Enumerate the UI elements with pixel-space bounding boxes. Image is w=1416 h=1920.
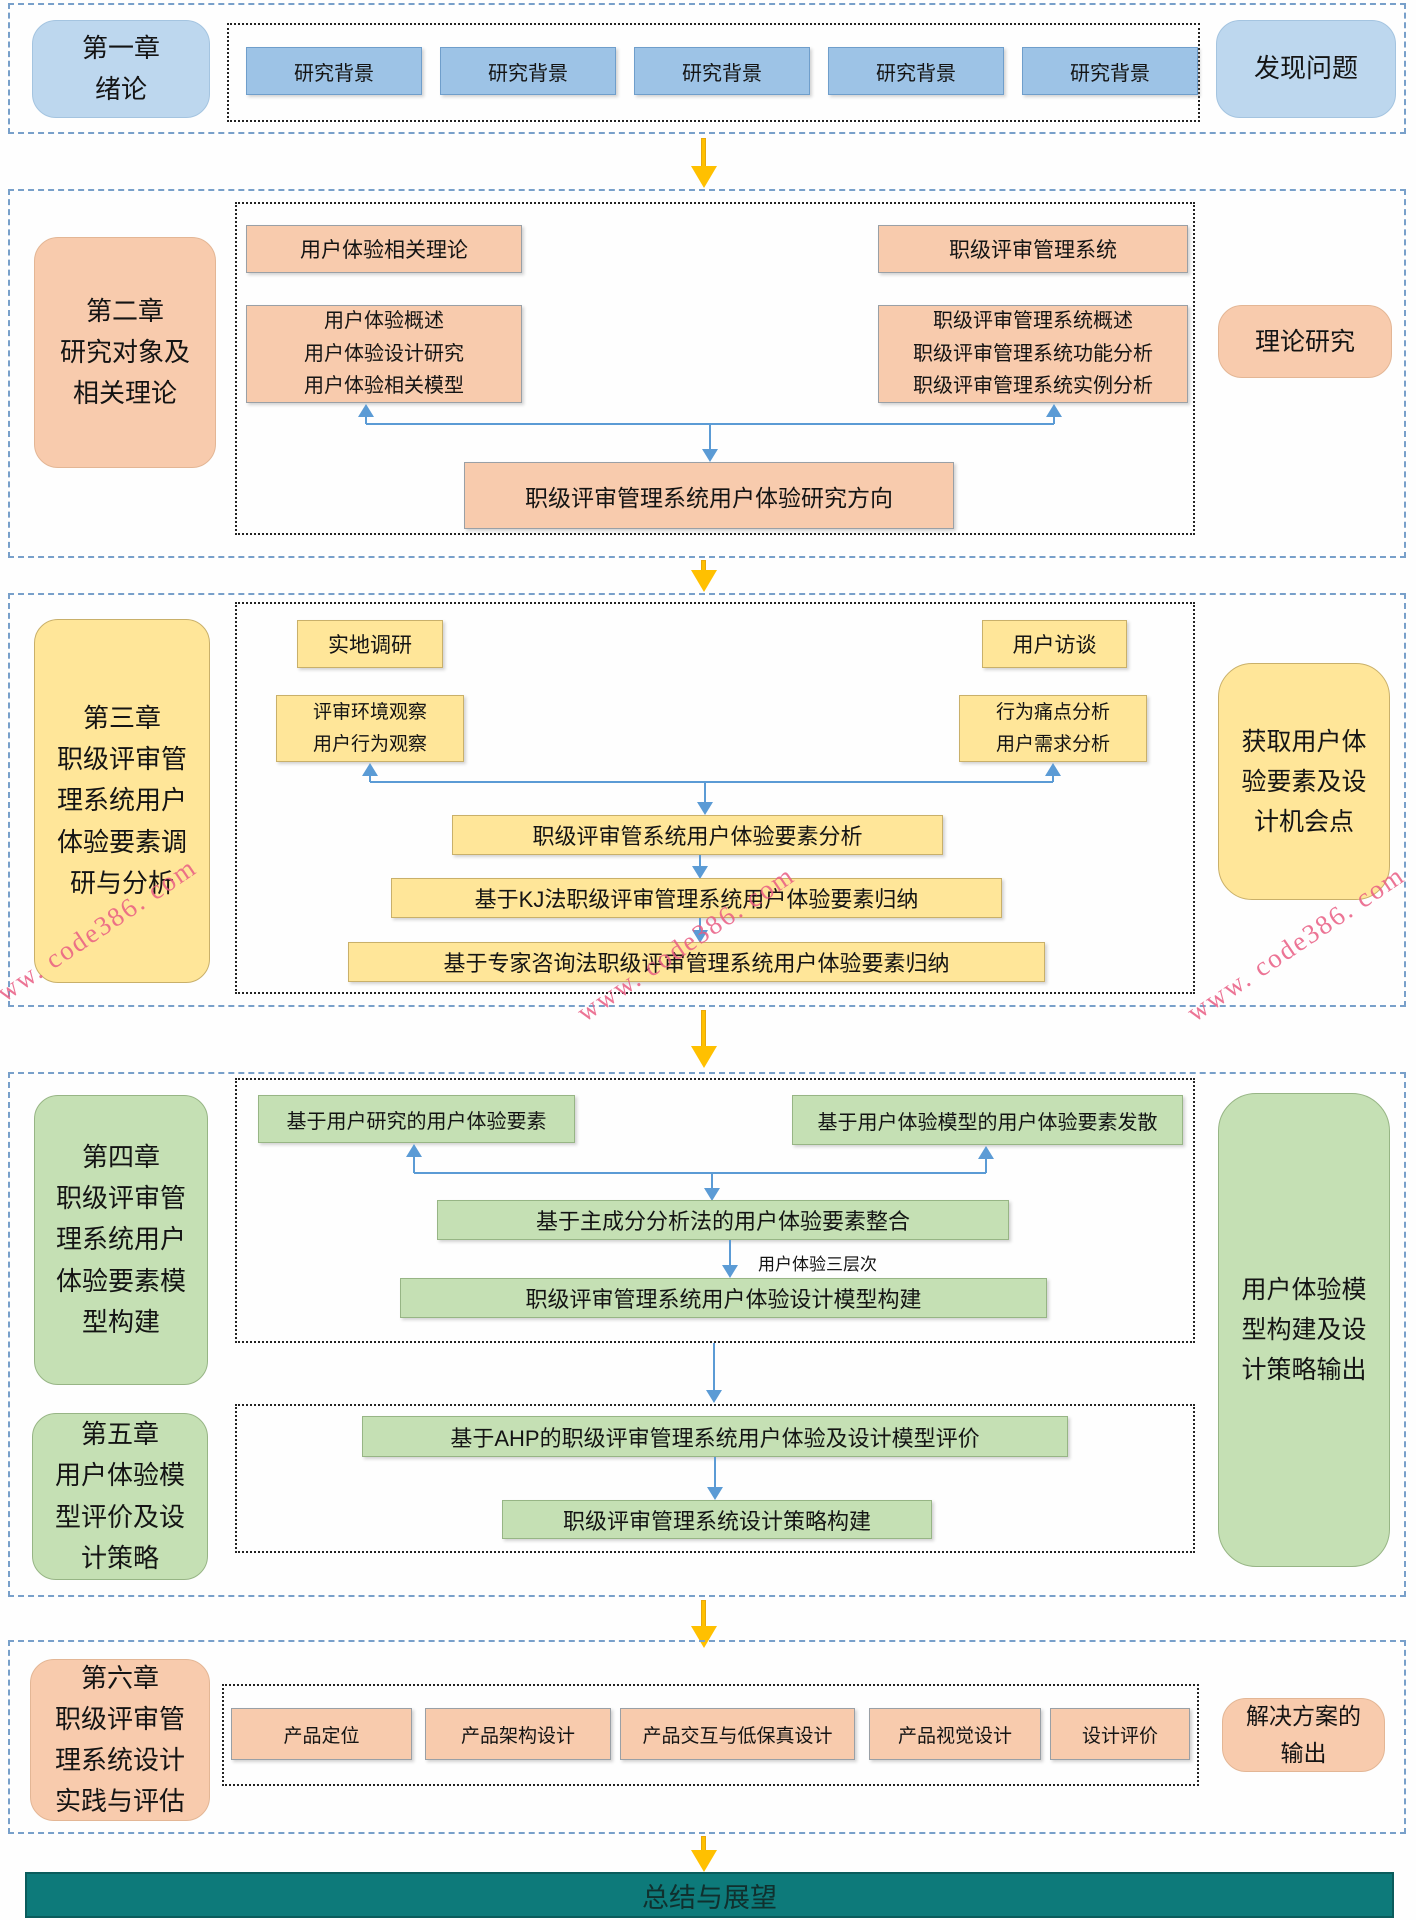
user-interview-box: 用户访谈 (982, 620, 1127, 668)
chapter3-label: 第三章 职级评审管 理系统用户 体验要素调 研与分析 (34, 619, 210, 983)
ux-research-direction-box: 职级评审管理系统用户体验研究方向 (464, 462, 954, 529)
ux-theory-box: 用户体验相关理论 (246, 225, 522, 273)
connector-arrow-down (702, 449, 718, 462)
connector-line (370, 781, 1053, 783)
section-chapter2 (8, 189, 1406, 558)
research-background-box: 研究背景 (246, 47, 422, 95)
summary-outlook-bar: 总结与展望 (25, 1872, 1394, 1918)
connector-arrow-down (692, 866, 708, 879)
connector-line (714, 1457, 716, 1489)
research-background-box: 研究背景 (440, 47, 616, 95)
ux-theory-detail-box: 用户体验概述 用户体验设计研究 用户体验相关模型 (246, 305, 522, 403)
chapter2-inner-group (235, 202, 1195, 535)
section-chapter1 (8, 3, 1406, 134)
connector-line (709, 423, 711, 450)
chapter5-inner-group (235, 1404, 1195, 1553)
chapter3-output: 获取用户体 验要素及设 计机会点 (1218, 663, 1390, 900)
chapter1-label: 第一章 绪论 (32, 20, 210, 118)
chapter4-5-output: 用户体验模 型构建及设 计策略输出 (1218, 1093, 1390, 1567)
ux-factor-analysis-box: 职级评审管系统用户体验要素分析 (452, 815, 943, 855)
painpoint-analysis-box: 行为痛点分析 用户需求分析 (959, 695, 1147, 762)
chapter1-inner-group (227, 23, 1200, 122)
connector-arrow-down (707, 1487, 723, 1500)
connector-arrow-down (692, 930, 708, 943)
connector-arrow-down (697, 802, 713, 815)
connector-line (413, 1155, 415, 1173)
connector-arrow-up (1045, 763, 1061, 776)
review-system-box: 职级评审管理系统 (878, 225, 1188, 273)
ux-three-levels-note: 用户体验三层次 (758, 1255, 877, 1274)
review-system-detail-box: 职级评审管理系统概述 职级评审管理系统功能分析 职级评审管理系统实例分析 (878, 305, 1188, 403)
section-flow-arrowhead (691, 166, 717, 188)
kj-method-box: 基于KJ法职级评审管理系统用户体验要素归纳 (391, 878, 1002, 918)
pca-integration-box: 基于主成分分析法的用户体验要素整合 (437, 1200, 1009, 1240)
chapter4-label: 第四章 职级评审管 理系统用户 体验要素模 型构建 (34, 1095, 208, 1385)
product-positioning-box: 产品定位 (231, 1708, 412, 1760)
section-chapter6 (8, 1640, 1406, 1834)
connector-arrow-up (358, 404, 374, 417)
visual-design-box: 产品视觉设计 (869, 1708, 1041, 1760)
connector-arrow-down (704, 1188, 720, 1201)
chapter4-inner-group (235, 1078, 1195, 1343)
field-research-box: 实地调研 (297, 620, 443, 668)
connector-arrow-down (722, 1265, 738, 1278)
connector-arrow-up (362, 763, 378, 776)
connector-line (699, 855, 701, 868)
connector-arrow-up (1046, 404, 1062, 417)
section-flow-arrowhead (691, 570, 717, 592)
connector-line (1053, 415, 1055, 424)
section-chapter4-5 (8, 1072, 1406, 1597)
section-flow-arrowhead (691, 1046, 717, 1068)
chapter3-inner-group (235, 602, 1195, 994)
ahp-evaluation-box: 基于AHP的职级评审管理系统用户体验及设计模型评价 (362, 1416, 1068, 1457)
section-flow-arrow (701, 138, 706, 168)
connector-line (713, 1343, 715, 1392)
research-background-box: 研究背景 (1022, 47, 1198, 95)
chapter1-output: 发现问题 (1216, 20, 1396, 118)
design-evaluation-box: 设计评价 (1050, 1708, 1190, 1760)
observation-box: 评审环境观察 用户行为观察 (276, 695, 464, 762)
research-background-box: 研究背景 (828, 47, 1004, 95)
product-architecture-box: 产品架构设计 (425, 1708, 611, 1760)
section-flow-arrowhead (691, 1850, 717, 1872)
section-chapter3 (8, 593, 1406, 1007)
section-flow-arrow (701, 1600, 706, 1628)
interaction-lofi-design-box: 产品交互与低保真设计 (620, 1708, 855, 1760)
chapter6-output: 解决方案的 输出 (1222, 1698, 1385, 1772)
connector-arrow-up (978, 1146, 994, 1159)
connector-line (365, 415, 367, 424)
chapter2-label: 第二章 研究对象及 相关理论 (34, 237, 216, 468)
design-strategy-box: 职级评审管理系统设计策略构建 (502, 1500, 932, 1539)
research-background-box: 研究背景 (634, 47, 810, 95)
chapter5-label: 第五章 用户体验模 型评价及设 计策略 (32, 1413, 208, 1580)
connector-line (711, 1172, 713, 1190)
expert-method-box: 基于专家咨询法职级评审管理系统用户体验要素归纳 (348, 942, 1045, 982)
design-model-build-box: 职级评审管理系统用户体验设计模型构建 (400, 1278, 1047, 1318)
connector-line (1052, 774, 1054, 782)
connector-line (414, 1172, 986, 1174)
connector-line (985, 1157, 987, 1173)
section-flow-arrow (701, 1010, 706, 1048)
connector-arrow-down (706, 1390, 722, 1403)
connector-line (704, 781, 706, 804)
chapter6-inner-group (222, 1684, 1199, 1786)
ux-model-divergence-box: 基于用户体验模型的用户体验要素发散 (792, 1095, 1183, 1145)
section-flow-arrowhead (691, 1626, 717, 1648)
connector-line (369, 774, 371, 782)
connector-line (699, 918, 701, 932)
chapter2-output: 理论研究 (1218, 305, 1392, 378)
user-research-factor-box: 基于用户研究的用户体验要素 (258, 1095, 575, 1143)
chapter6-label: 第六章 职级评审管 理系统设计 实践与评估 (30, 1659, 210, 1821)
connector-line (729, 1240, 731, 1267)
connector-arrow-up (406, 1144, 422, 1157)
